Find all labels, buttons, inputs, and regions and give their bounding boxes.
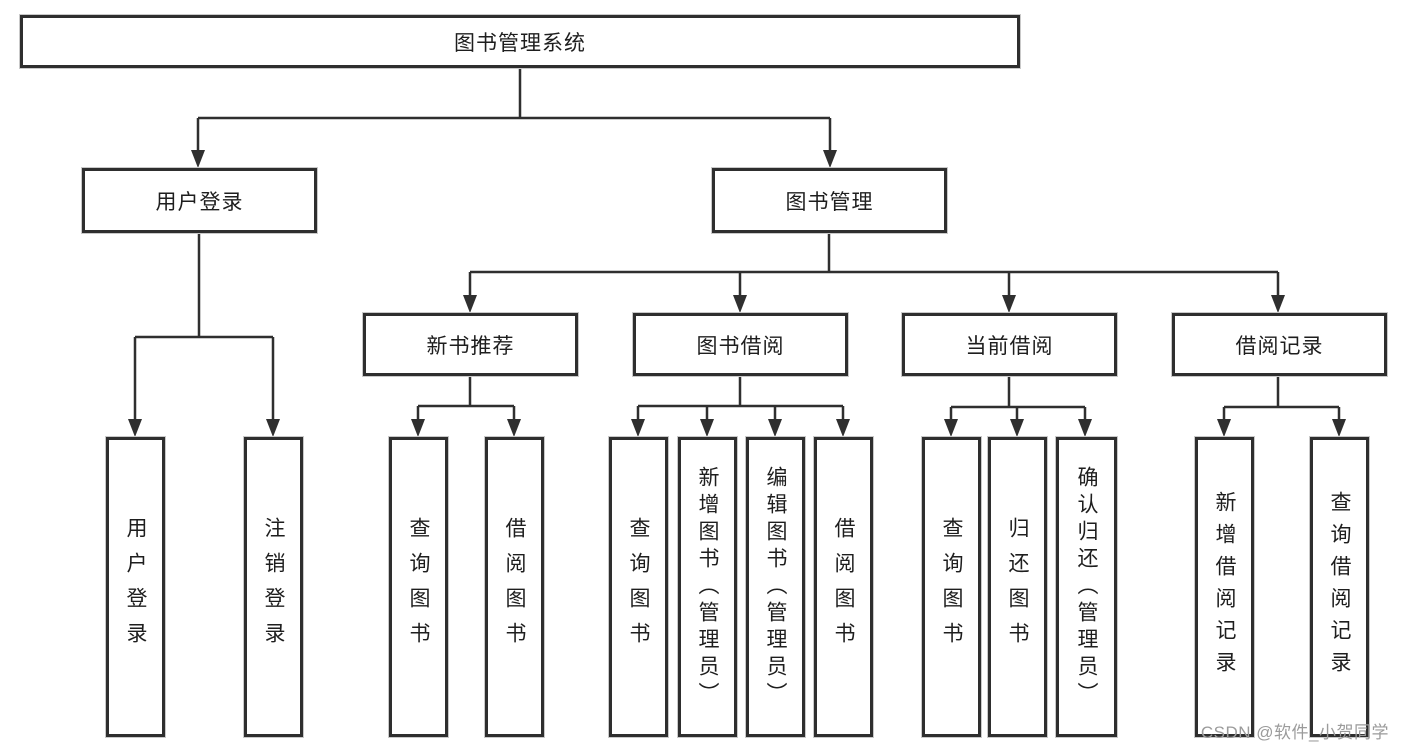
leaf-borrow-books-recommend: 借阅图书 [485, 437, 544, 737]
watermark: CSDN @软件_小贺同学 [1200, 723, 1389, 742]
leaf-query-books-borrow: 查询图书 [609, 437, 668, 737]
arrowheads [128, 150, 1346, 437]
leaf-query-books-recommend: 查询图书 [389, 437, 448, 737]
node-new-book-recommend: 新书推荐 [363, 313, 578, 376]
leaf-confirm-return-admin: 确认归还（管理员） [1056, 437, 1117, 737]
leaf-borrow-books: 借阅图书 [814, 437, 873, 737]
leaf-add-books-admin: 新增图书（管理员） [678, 437, 737, 737]
node-borrow-records: 借阅记录 [1172, 313, 1387, 376]
node-user-login: 用户登录 [82, 168, 317, 233]
connector-lines [133, 68, 1341, 422]
node-root-system: 图书管理系统 [20, 15, 1020, 68]
leaf-user-login: 用户登录 [106, 437, 165, 737]
node-current-borrow: 当前借阅 [902, 313, 1117, 376]
leaf-return-books: 归还图书 [988, 437, 1047, 737]
leaf-logout: 注销登录 [244, 437, 303, 737]
node-book-management: 图书管理 [712, 168, 947, 233]
leaf-query-borrow-record: 查询借阅记录 [1310, 437, 1369, 737]
leaf-edit-books-admin: 编辑图书（管理员） [746, 437, 805, 737]
node-book-borrow: 图书借阅 [633, 313, 848, 376]
leaf-add-borrow-record: 新增借阅记录 [1195, 437, 1254, 737]
leaf-query-books-current: 查询图书 [922, 437, 981, 737]
